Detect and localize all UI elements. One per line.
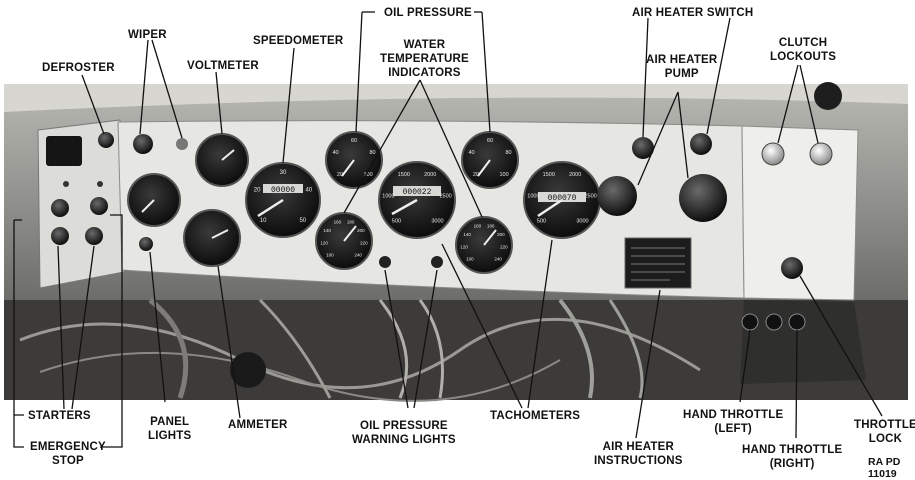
- gauge-scale-label: 120: [460, 245, 468, 250]
- svg-text:000070: 000070: [548, 194, 577, 203]
- svg-text:000022: 000022: [403, 188, 432, 197]
- gauge-scale-label: 100: [326, 253, 334, 258]
- gauge-scale-label: 240: [494, 257, 502, 262]
- gauge-scale-label: 180: [347, 220, 355, 225]
- gauge-scale-label: 30: [280, 170, 287, 176]
- gauge-scale-label: 200: [357, 228, 365, 233]
- gauge-scale-label: 20: [337, 172, 343, 178]
- gauge-scale-label: 160: [474, 224, 482, 229]
- label-water-temperature-indicators: WATER TEMPERATURE INDICATORS: [380, 39, 469, 79]
- gauge-scale-label: 2500: [584, 193, 596, 199]
- gauge-scale-label: 10: [260, 218, 267, 224]
- gauge-scale-label: 1000: [527, 193, 539, 199]
- gauge-scale-label: 3000: [431, 218, 443, 224]
- defroster-switch: [46, 132, 114, 166]
- figure-code: RA PD 11019: [868, 456, 901, 480]
- oil-pressure-gauge-left: 20 40 60 80 100: [325, 131, 383, 189]
- hand-throttle-levers: [741, 313, 806, 331]
- label-hand-throttle-left: HAND THROTTLE (LEFT): [683, 409, 784, 435]
- speedometer-gauge: 00000 10 20 30 40 50: [245, 162, 321, 238]
- oil-pressure-warning-lights: [379, 256, 443, 268]
- label-air-heater-pump: AIR HEATER PUMP: [646, 54, 718, 80]
- label-wiper: WIPER: [128, 29, 167, 41]
- svg-text:00000: 00000: [271, 186, 295, 195]
- ammeter-gauge: [183, 209, 241, 267]
- wiper-switch: [133, 134, 188, 154]
- label-starters: STARTERS: [28, 410, 91, 422]
- gauge-scale-label: 100: [466, 257, 474, 262]
- gauge-scale-label: 40: [306, 187, 313, 193]
- air-heater-instructions-plate: [624, 237, 692, 289]
- gauge-scale-label: 20: [473, 172, 479, 178]
- gauge-scale-label: 220: [500, 245, 508, 250]
- gauge-scale-label: 3000: [576, 218, 588, 224]
- gauge-scale-label: 20: [254, 187, 261, 193]
- right-control-panel: [740, 125, 866, 384]
- gauge-scale-label: 100: [500, 172, 509, 178]
- gauge-scale-label: 1500: [398, 172, 410, 178]
- air-heater-switch-knob: [632, 133, 712, 159]
- gauge-scale-label: 140: [323, 228, 331, 233]
- label-speedometer: SPEEDOMETER: [253, 35, 344, 47]
- gauge-scale-label: 2500: [439, 193, 451, 199]
- label-tachometers: TACHOMETERS: [490, 410, 581, 422]
- gauge-scale-label: 2000: [569, 172, 581, 178]
- gauge-scale-label: 1500: [543, 172, 555, 178]
- starter-buttons: [51, 181, 108, 245]
- panel-lights-switch: [139, 237, 153, 251]
- tachometer-left: 000022 500 1000 1500 2000 2500 3000: [378, 161, 456, 239]
- label-oil-pressure: OIL PRESSURE: [384, 7, 472, 19]
- label-defroster: DEFROSTER: [42, 62, 115, 74]
- gauge-scale-label: 500: [392, 218, 401, 224]
- leader-lines: [13, 11, 883, 448]
- gauge-scale-label: 1000: [382, 193, 394, 199]
- label-hand-throttle-right: HAND THROTTLE (RIGHT): [742, 444, 843, 470]
- gauge-scale-label: 500: [537, 218, 546, 224]
- label-oil-pressure-warning-lights: OIL PRESSURE WARNING LIGHTS: [352, 420, 456, 446]
- oil-pressure-gauge-right: 20 40 60 80 100: [461, 131, 519, 189]
- gauge-scale-label: 40: [468, 150, 474, 156]
- gauge-scale-label: 60: [351, 138, 357, 144]
- gauge-scale-label: 80: [505, 150, 511, 156]
- label-emergency-stop: EMERGENCY STOP: [30, 441, 106, 467]
- tachometer-right: 000070 500 1000 1500 2000 2500 3000: [523, 161, 601, 239]
- gauge-scale-label: 100: [364, 172, 373, 178]
- throttle-lock-knob: [781, 257, 803, 279]
- gauge-scale-label: 60: [487, 138, 493, 144]
- air-heater-pump-knob: [597, 174, 727, 222]
- label-panel-lights: PANEL LIGHTS: [148, 416, 192, 442]
- gauge-scale-label: 50: [299, 218, 306, 224]
- gauge-scale-label: 180: [487, 224, 495, 229]
- gauge-left-small: [127, 173, 181, 227]
- gauge-scale-label: 220: [360, 241, 368, 246]
- label-clutch-lockouts: CLUTCH LOCKOUTS: [770, 37, 837, 63]
- gauge-scale-label: 200: [497, 232, 505, 237]
- gauge-scale-label: 160: [334, 220, 342, 225]
- clutch-lockout-buttons: [761, 142, 833, 166]
- gauge-scale-label: 120: [320, 241, 328, 246]
- label-air-heater-switch: AIR HEATER SWITCH: [632, 7, 754, 19]
- label-throttle-lock: THROTTLE LOCK: [854, 419, 915, 445]
- gauge-scale-label: 140: [463, 232, 471, 237]
- gauge-scale-label: 80: [369, 150, 375, 156]
- gauge-scale-label: 40: [332, 150, 338, 156]
- gauge-scale-label: 240: [354, 253, 362, 258]
- voltmeter-gauge: [195, 133, 249, 187]
- label-voltmeter: VOLTMETER: [187, 60, 259, 72]
- gauge-scale-label: 2000: [424, 172, 436, 178]
- label-ammeter: AMMETER: [228, 419, 288, 431]
- label-air-heater-instructions: AIR HEATER INSTRUCTIONS: [594, 441, 683, 467]
